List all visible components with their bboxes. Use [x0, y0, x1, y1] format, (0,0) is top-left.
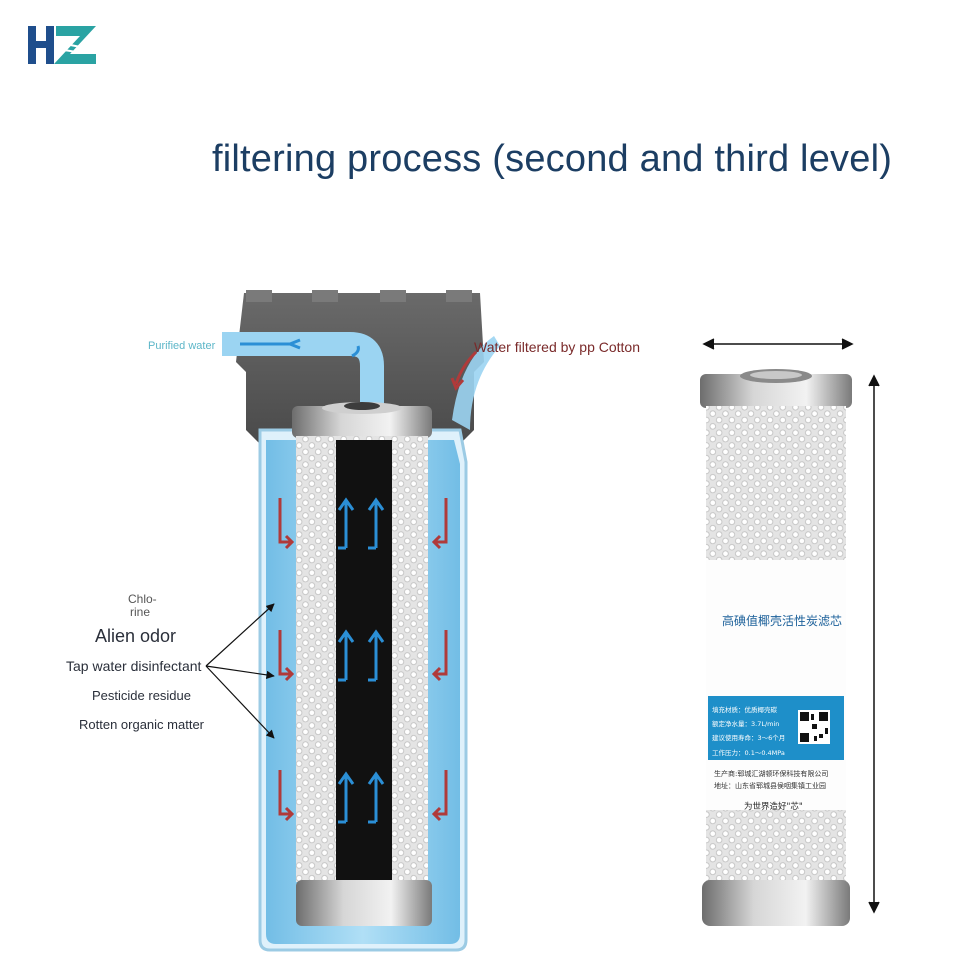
product-name: 高碘值椰壳活性炭滤芯: [722, 612, 842, 629]
product-maker: 生产商:郓城汇湖顿环保科技有限公司: [714, 769, 828, 779]
product-spec-flow: 额定净水量：3.7L/min: [712, 718, 779, 728]
product-spec-material: 填充材质：优质椰壳碳: [712, 704, 777, 714]
label-chlorine-part1: Chlo-: [128, 592, 157, 606]
label-pp-cotton-water: Water filtered by pp Cotton: [474, 339, 640, 355]
label-alien-odor: Alien odor: [95, 626, 176, 647]
label-tap-water-disinfectant: Tap water disinfectant: [66, 658, 201, 674]
product-spec-lifetime: 建议使用寿命：3～6个月: [712, 732, 785, 742]
product-cartridge: [700, 369, 852, 926]
label-purified-water: Purified water: [148, 340, 215, 352]
width-dimension-arrow: [704, 339, 852, 349]
label-chlorine-part2: rine: [130, 605, 150, 619]
label-rotten-organic-matter: Rotten organic matter: [79, 717, 204, 732]
height-dimension-arrow: [869, 376, 879, 912]
product-slogan: 为世界造好"芯": [744, 800, 803, 812]
housing-cartridge: [292, 402, 432, 926]
product-address: 地址：山东省郓城县侯咽集镇工业园: [714, 781, 826, 791]
product-spec-pressure: 工作压力：0.1～0.4MPa: [712, 747, 785, 757]
label-pesticide-residue: Pesticide residue: [92, 688, 191, 703]
